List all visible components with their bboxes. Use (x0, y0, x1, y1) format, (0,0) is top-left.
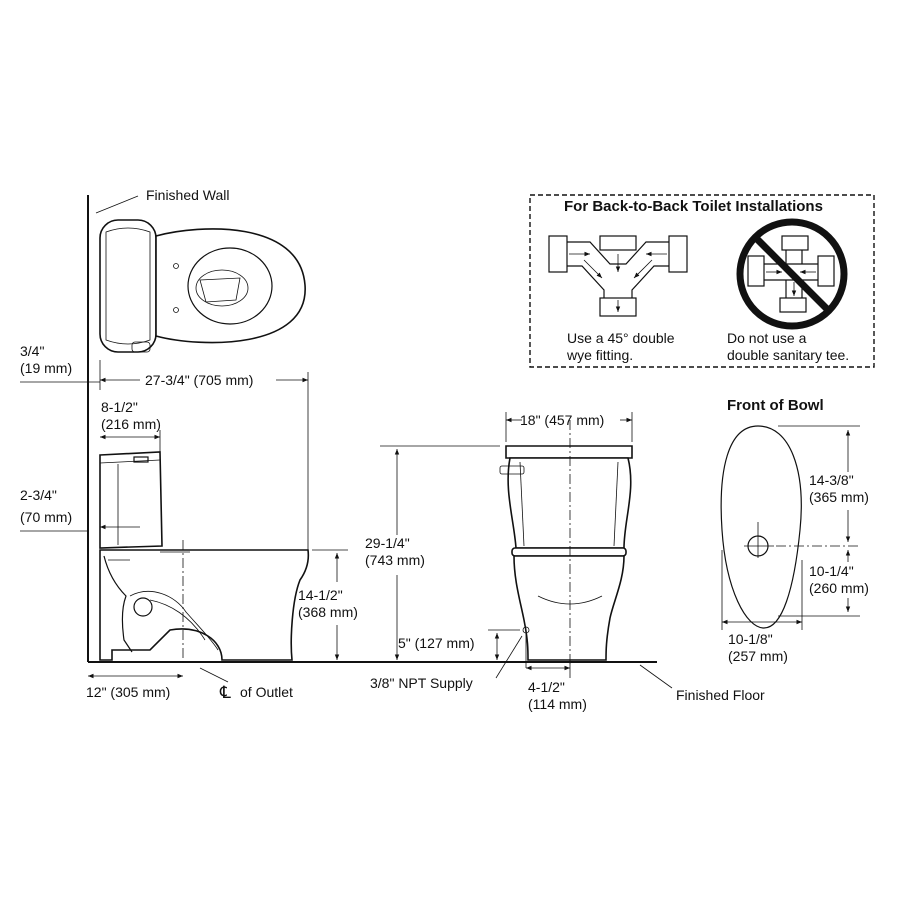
back-to-back-title: For Back-to-Back Toilet Installations (564, 198, 823, 215)
bowl-rear-mm: (260 mm) (809, 580, 869, 596)
overall-height-dim (380, 445, 500, 660)
rough-in-label: 12" (305 mm) (86, 684, 170, 700)
tank-depth-dim (100, 430, 161, 452)
bowl-width-dim (721, 550, 803, 630)
tank-depth-in: 8-1/2" (101, 399, 138, 415)
supply-offset-dim (526, 660, 571, 678)
bowl-front-in: 14-3/8" (809, 472, 854, 488)
do-text-line2: wye fitting. (566, 347, 633, 363)
supply-offset-in: 4-1/2" (528, 679, 565, 695)
overall-depth-dim (100, 372, 309, 552)
overall-height-mm: (743 mm) (365, 552, 425, 568)
tank-depth-mm: (216 mm) (101, 416, 161, 432)
dont-text-line1: Do not use a (727, 330, 807, 346)
rim-height-dim (312, 549, 348, 660)
cl-outlet-leader (199, 667, 229, 683)
rim-height-mm: (368 mm) (298, 604, 358, 620)
rim-height-in: 14-1/2" (298, 587, 343, 603)
npt-supply-leader (495, 635, 523, 679)
do-text-line1: Use a 45° double (567, 330, 675, 346)
back-to-back-panel (529, 194, 875, 368)
bowl-width-in: 10-1/8" (728, 631, 773, 647)
tank-offset-mm: (70 mm) (20, 509, 72, 525)
bowl-rear-in: 10-1/4" (809, 563, 854, 579)
toilet-side-view (99, 451, 310, 665)
double-sanitary-tee-prohibited-icon (736, 218, 848, 330)
bowl-outline (720, 425, 860, 629)
tank-offset-dim (20, 524, 140, 532)
finished-floor-label: Finished Floor (676, 687, 765, 703)
overall-height-in: 29-1/4" (365, 535, 410, 551)
double-wye-fitting-icon (548, 235, 688, 317)
npt-supply-label: 3/8" NPT Supply (370, 675, 473, 691)
front-of-bowl-title: Front of Bowl (727, 397, 824, 414)
supply-height-label: 5" (127 mm) (398, 635, 475, 651)
toilet-front-view (499, 420, 633, 668)
wall-gap-dim (20, 360, 101, 390)
bowl-width-mm: (257 mm) (728, 648, 788, 664)
tank-offset-in: 2-3/4" (20, 487, 57, 503)
cl-outlet-symbol: ℄ (219, 683, 231, 702)
tank-width-dim (505, 412, 633, 442)
wall-gap-mm: (19 mm) (20, 360, 72, 376)
tank-width-label: 18" (457 mm) (520, 412, 604, 428)
overall-depth-label: 27-3/4" (705 mm) (145, 372, 253, 388)
toilet-top-view (99, 219, 306, 353)
finished-wall (87, 195, 139, 662)
wall-gap-in: 3/4" (20, 343, 44, 359)
dont-text-line2: double sanitary tee. (727, 347, 849, 363)
supply-height-dim (488, 629, 520, 660)
finished-wall-label: Finished Wall (146, 187, 230, 203)
bowl-front-mm: (365 mm) (809, 489, 869, 505)
cl-outlet-text: of Outlet (240, 684, 293, 700)
supply-offset-mm: (114 mm) (528, 696, 587, 712)
